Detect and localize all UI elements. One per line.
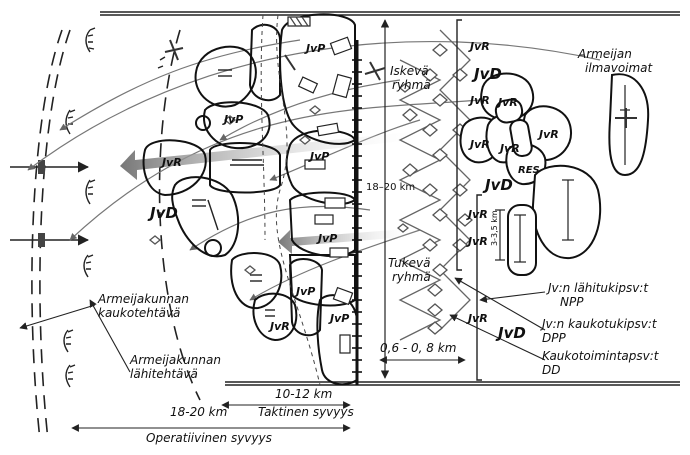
unit-symbols bbox=[192, 69, 275, 317]
striking-group-label-2: ryhmä bbox=[392, 78, 431, 92]
unit-jvr: JvR bbox=[468, 94, 490, 107]
tactical-boundary-dashed bbox=[260, 14, 321, 386]
unit-jvp: JvP bbox=[304, 42, 325, 55]
operational-km-label: 18-20 km bbox=[170, 405, 227, 419]
unit-jvp: JvP bbox=[328, 312, 349, 325]
front-line bbox=[352, 40, 362, 385]
unit-jvr: JvR bbox=[268, 320, 290, 333]
unit-jvr: JvR bbox=[466, 312, 488, 325]
supporting-group-label-2: ryhmä bbox=[392, 270, 431, 284]
unit-jvp: JvP bbox=[222, 113, 243, 126]
air-force-label-2: ilmavoimat bbox=[585, 61, 654, 75]
npp-label-1: Jv:n lähitukipsv:t bbox=[546, 281, 649, 295]
corps-close-label-2: lähitehtävä bbox=[130, 367, 198, 381]
reserve-label: RES bbox=[518, 165, 540, 176]
unit-jvd: JvD bbox=[471, 65, 502, 83]
unit-jvr: JvR bbox=[466, 208, 488, 221]
unit-jvr: JvR bbox=[160, 156, 182, 169]
second-echelon-units bbox=[459, 72, 650, 276]
division-brackets bbox=[456, 19, 482, 381]
operational-front-lines bbox=[31, 29, 201, 441]
unit-jvp: JvP bbox=[294, 285, 315, 298]
corps-close-label-1: Armeijakunnan bbox=[129, 353, 221, 367]
label-pointers bbox=[19, 277, 546, 432]
unit-jvr: JvR bbox=[466, 235, 488, 248]
unit-jvd: JvD bbox=[147, 204, 178, 222]
dd-label-2: DD bbox=[542, 363, 560, 377]
advance-columns bbox=[148, 29, 473, 341]
artillery-positions bbox=[287, 16, 354, 354]
range-3-35-label: 3-3,5 km bbox=[490, 210, 499, 246]
unit-jvr: JvR bbox=[496, 96, 518, 109]
unit-jvr: JvR bbox=[468, 138, 490, 151]
annotation-labels: Armeijan ilmavoimat Iskevä ryhmä 18–20 k… bbox=[97, 47, 660, 445]
unit-jvp: JvP bbox=[316, 232, 337, 245]
unit-jvd: JvD bbox=[495, 324, 526, 342]
air-force-label-1: Armeijan bbox=[577, 47, 632, 61]
defence-trench-marks bbox=[63, 27, 166, 388]
tactical-km-label: 10-12 km bbox=[275, 387, 332, 401]
unit-jvr: JvR bbox=[468, 40, 490, 53]
depth-18-20-label: 18–20 km bbox=[366, 182, 415, 193]
unit-jvr: JvR bbox=[537, 128, 559, 141]
supporting-group-label-1: Tukevä bbox=[388, 256, 431, 270]
dd-label-1: Kaukotoimintapsv:t bbox=[542, 349, 660, 363]
striking-group-label-1: Iskevä bbox=[390, 64, 429, 78]
range-06-08-label: 0,6 - 0, 8 km bbox=[380, 341, 456, 355]
aircraft-symbols bbox=[164, 39, 637, 128]
dpp-label-1: Jv:n kaukotukipsv:t bbox=[540, 317, 658, 331]
operational-depth-label: Operatiivinen syvyys bbox=[146, 431, 272, 445]
corps-long-range-label-1: Armeijakunnan bbox=[97, 292, 189, 306]
corps-long-range-label-2: kaukotehtävä bbox=[98, 306, 180, 320]
unit-labels: JvR JvD JvR JvR JvR JvR JvR RES JvD JvR … bbox=[147, 40, 559, 342]
tactical-depth-label: Taktinen syvyys bbox=[258, 405, 354, 419]
unit-jvr: JvR bbox=[498, 142, 520, 155]
dpp-label-2: DPP bbox=[542, 331, 566, 345]
unit-jvp: JvP bbox=[308, 150, 329, 163]
unit-jvd: JvD bbox=[482, 176, 513, 194]
boundary-lines bbox=[100, 11, 680, 386]
npp-label-2: NPP bbox=[560, 295, 584, 309]
